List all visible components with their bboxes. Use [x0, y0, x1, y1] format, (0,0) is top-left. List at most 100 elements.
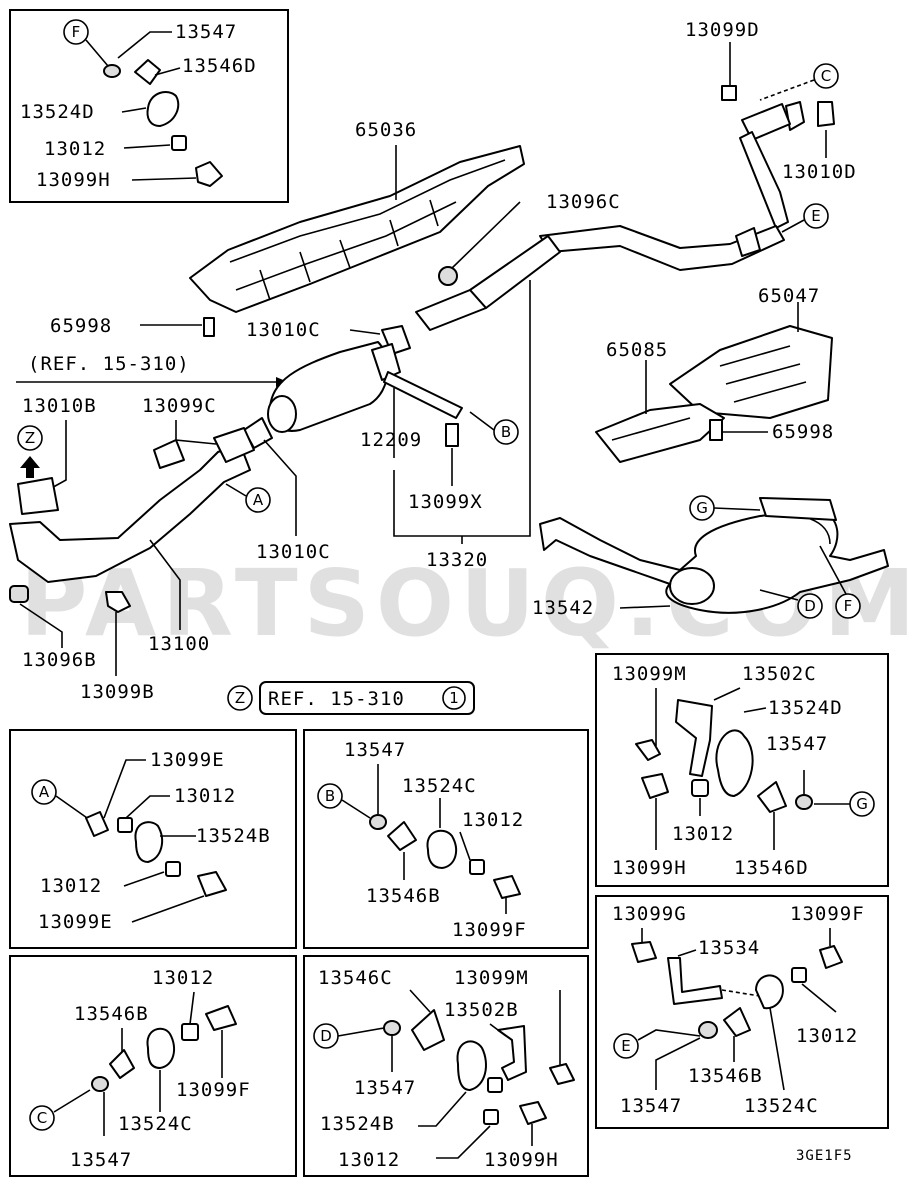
bolt-65998-left[interactable]: [203, 317, 215, 337]
gasket-13010d-b[interactable]: [817, 101, 835, 127]
gasket-13010b[interactable]: [17, 477, 59, 515]
bolt-13099c[interactable]: [153, 439, 185, 469]
label-13099c: 13099C: [142, 395, 217, 417]
bracket-13502b[interactable]: [497, 1025, 527, 1081]
detail-box-b: 13547 B 13524C 13012 13546B 13099F: [303, 729, 589, 949]
nut-13096c[interactable]: [438, 266, 458, 286]
label-13099h-g: 13099H: [612, 857, 687, 879]
callout-z[interactable]: [17, 425, 43, 451]
callout-c-top-label: C: [821, 67, 831, 85]
bolt-13099f-c[interactable]: [205, 1005, 237, 1031]
callout-e-top[interactable]: [803, 203, 829, 229]
callout-b-main-label: B: [501, 423, 511, 441]
hanger-rod-13534[interactable]: [667, 957, 723, 1005]
bushing-13012-b[interactable]: [469, 859, 485, 875]
bracket-13546d-g[interactable]: [757, 781, 787, 813]
ref-z-box: [259, 681, 475, 715]
bolt-13099h[interactable]: [195, 161, 223, 187]
washer-13547[interactable]: [103, 64, 121, 78]
label-13546d-g: 13546D: [734, 857, 809, 879]
detail-box-d: 13546C 13099M D 13547 13502B 13524B 1301…: [303, 955, 589, 1177]
bracket-12209[interactable]: [383, 371, 463, 419]
label-13100: 13100: [148, 633, 210, 655]
front-pipe-bend[interactable]: [739, 131, 789, 229]
hanger-13524d[interactable]: [146, 91, 180, 127]
hanger-13524b-a[interactable]: [134, 821, 164, 863]
bracket-13546d[interactable]: [134, 59, 161, 85]
washer-13547-c[interactable]: [91, 1076, 109, 1092]
callout-z-ref[interactable]: [227, 685, 253, 711]
bolt-13099m-d[interactable]: [549, 1063, 575, 1085]
catalytic-converter[interactable]: [267, 341, 401, 433]
bolt-13099d[interactable]: [721, 85, 737, 101]
label-13547-b: 13547: [344, 739, 406, 761]
label-13546c: 13546C: [318, 967, 393, 989]
nut-13096b[interactable]: [9, 585, 29, 603]
hanger-13524c-c[interactable]: [146, 1027, 176, 1069]
bolt-13099x[interactable]: [445, 423, 459, 447]
bolt-13099e-a[interactable]: [85, 811, 109, 837]
washer-13547-e[interactable]: [698, 1021, 718, 1039]
label-13099m-g: 13099M: [612, 663, 687, 685]
callout-b-main[interactable]: [493, 419, 519, 445]
center-pipe-13320[interactable]: [415, 225, 785, 331]
label-13096c: 13096C: [546, 191, 621, 213]
bolt-13099h-d[interactable]: [519, 1101, 547, 1125]
callout-c-top[interactable]: [813, 63, 839, 89]
bushing-13012-a1[interactable]: [117, 817, 133, 833]
main-muffler-13542[interactable]: [539, 497, 889, 614]
hanger-13524d-g[interactable]: [715, 729, 754, 797]
bolt-13099f-e[interactable]: [819, 945, 843, 969]
bracket-13546c[interactable]: [411, 1009, 445, 1051]
bracket-13546b-e[interactable]: [723, 1007, 751, 1037]
callout-f-label: F: [72, 23, 81, 41]
bolt-13099b[interactable]: [105, 591, 131, 613]
bushing-13012-d2[interactable]: [483, 1109, 499, 1125]
bolt-13099h-g[interactable]: [641, 773, 669, 799]
hanger-13524b-d[interactable]: [456, 1040, 487, 1091]
label-13542: 13542: [532, 597, 594, 619]
heat-shield-65036[interactable]: [189, 145, 525, 313]
bolt-13099g[interactable]: [631, 941, 657, 963]
callout-c-box[interactable]: [29, 1105, 55, 1131]
label-13524c-c: 13524C: [118, 1113, 193, 1135]
bracket-13546b-c[interactable]: [109, 1049, 135, 1079]
bushing-13012[interactable]: [171, 135, 187, 151]
label-13547-d: 13547: [354, 1077, 416, 1099]
callout-d-main[interactable]: [797, 593, 823, 619]
label-13099f-c: 13099F: [176, 1079, 251, 1101]
bushing-13012-d1[interactable]: [487, 1077, 503, 1093]
heat-shield-65085[interactable]: [595, 403, 725, 463]
front-exhaust-pipe-13100[interactable]: [9, 427, 255, 583]
bushing-13012-c[interactable]: [181, 1023, 199, 1041]
label-13320: 13320: [426, 549, 488, 571]
bolt-13099m-g[interactable]: [635, 739, 661, 761]
label-13546d: 13546D: [182, 55, 257, 77]
washer-13547-d[interactable]: [383, 1020, 401, 1036]
bracket-13546b-b[interactable]: [387, 821, 417, 851]
callout-f-main[interactable]: [835, 593, 861, 619]
callout-b-box[interactable]: [317, 783, 343, 809]
callout-e-box[interactable]: [613, 1033, 639, 1059]
callout-a-box[interactable]: [31, 779, 57, 805]
gasket-13010d-a[interactable]: [785, 101, 805, 131]
washer-13547-b[interactable]: [369, 814, 387, 830]
ref-main: (REF. 15-310): [28, 353, 190, 375]
bushing-13012-a2[interactable]: [165, 861, 181, 877]
bolt-65998-right[interactable]: [709, 419, 723, 441]
callout-a-main[interactable]: [245, 487, 271, 513]
label-13547-e: 13547: [620, 1095, 682, 1117]
bushing-13012-g[interactable]: [691, 779, 709, 797]
hanger-13524c-b[interactable]: [426, 829, 458, 869]
label-13010d: 13010D: [782, 161, 857, 183]
washer-13547-g[interactable]: [795, 794, 813, 810]
label-13012-g: 13012: [672, 823, 734, 845]
bolt-13099f-b[interactable]: [493, 875, 521, 899]
hanger-13524c-e[interactable]: [755, 974, 784, 1010]
callout-f[interactable]: [63, 19, 89, 45]
bolt-13099e-a2[interactable]: [197, 871, 227, 897]
bracket-13502c[interactable]: [675, 699, 713, 777]
label-13547-c: 13547: [70, 1149, 132, 1171]
bushing-13012-e[interactable]: [791, 967, 807, 983]
